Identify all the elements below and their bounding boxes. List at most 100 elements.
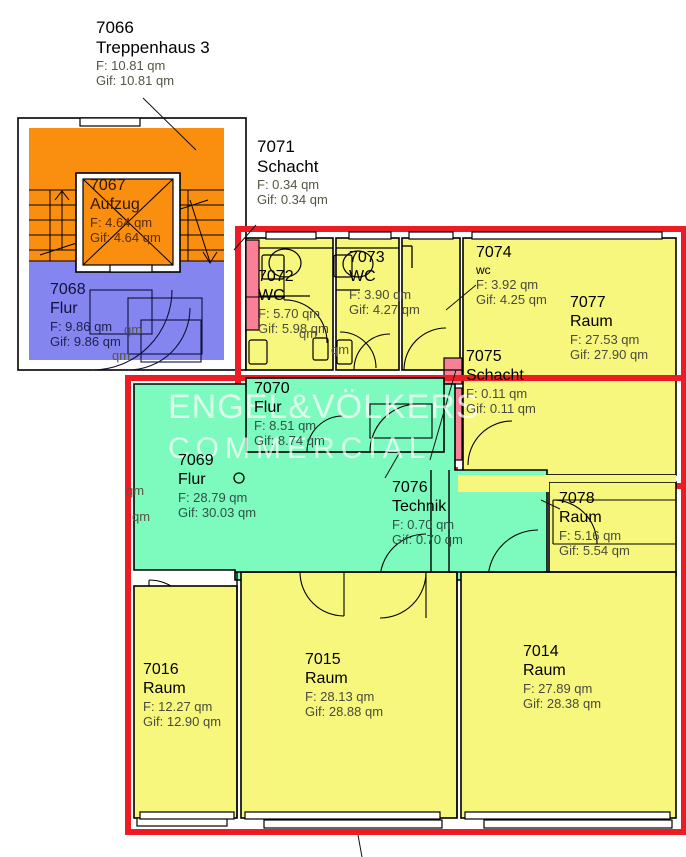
room-name: wc [476,262,491,277]
room-gross-area: Gif: 5.54 qm [559,543,630,559]
room-number: 7016 [143,661,179,678]
elevator-door [109,264,153,273]
room-number: 7078 [559,490,595,507]
edge-text-fragment-value: qm [299,326,318,341]
stairwell-block-7066 [17,117,247,371]
room-number: 7072 [258,268,294,285]
room-gross-area: Gif: 4.25 qm [476,292,547,308]
room-number: 7068 [50,281,86,298]
room-number: 7074 [476,244,512,261]
room-name: Technik [392,497,447,515]
room-number: 7015 [305,651,341,668]
room-number: 7070 [254,380,290,397]
room-fill-7073 [335,237,400,371]
room-fill-7070 [245,377,445,453]
room-name: WC [349,267,376,285]
top-room-strip [245,231,677,476]
edge-text-fragment: qm [112,348,130,363]
room-gross-area: Gif: 5.98 qm [258,321,329,337]
room-area: F: 8.51 qm [254,417,317,433]
room-number: 7073 [349,249,385,266]
room-number: 7066 [96,18,134,37]
room-name: Flur [178,470,206,488]
room-gross-area: Gif: 12.90 qm [143,714,222,730]
room-area: F: 3.92 qm [476,277,539,293]
room-gross-area: Gif: 10.81 qm [96,73,175,89]
room-area: F: 0.70 qm [392,516,455,532]
edge-text-fragment-value: qm [112,348,131,363]
corridor-and-lower-unit [125,375,686,835]
room-gross-area: Gif: 27.90 qm [570,347,649,363]
room-gross-area: Gif: 28.38 qm [523,696,602,712]
room-name: Flur [50,299,78,317]
floor-marker [233,472,245,484]
room-name: Raum [143,679,186,697]
room-name: Raum [570,312,613,330]
wall-opening [265,231,663,240]
door-swing-7078 [552,499,676,545]
room-fill-7074-7077 [462,237,677,476]
room-area: F: 9.86 qm [50,318,113,334]
elevator-shaft-7067 [75,172,181,273]
wc-fixture [248,248,374,365]
room-fill-7072 [245,237,334,371]
room-area: F: 3.90 qm [349,286,412,302]
room-number: 7069 [178,452,214,469]
room-fill-7071 [245,239,260,331]
room-area: F: 28.13 qm [305,688,375,704]
room-area: F: 4.64 qm [90,214,153,230]
room-area: F: 5.16 qm [559,527,622,543]
door-swing-7070 [306,403,433,453]
room-gross-area: Gif: 8.74 qm [254,433,325,449]
room-number: 7077 [570,294,606,311]
door-swing [246,258,513,466]
room-gross-area: Gif: 4.27 qm [349,302,420,318]
room-area: F: 10.81 qm [96,58,166,74]
edge-text-fragment: qm [126,483,144,498]
door-swing-bottom [299,571,427,619]
room-area: F: 0.34 qm [257,177,320,193]
room-name: Aufzug [90,195,140,213]
edge-text-fragment-value: qm [331,342,350,357]
room-name: Flur [254,398,282,416]
edge-text-fragment: qm [331,342,349,357]
edge-text-fragment-value: qm [132,509,151,524]
edge-text-fragment-value: qm [124,322,143,337]
edge-text-fragment: qm [132,509,150,524]
room-fill-7078 [548,481,677,577]
edge-text-fragment: qm [124,322,142,337]
room-name: Schacht [466,366,524,384]
room-number: 7075 [466,348,502,365]
room-fill-7068 [29,261,224,360]
room-name: Raum [523,661,566,679]
room-gross-area: Gif: 0.11 qm [466,401,536,417]
room-name: Raum [559,508,602,526]
room-name: Raum [305,669,348,687]
room-name: Schacht [257,157,319,177]
room-number: 7067 [90,177,126,194]
room-name: WC [258,286,285,304]
room-area: F: 5.70 qm [258,305,321,321]
callout-leader-lines [142,97,561,857]
room-gross-area: Gif: 30.03 qm [178,505,257,521]
room-gross-area: Gif: 0.34 qm [257,192,328,208]
room-gross-area: Gif: 9.86 qm [50,334,121,350]
room-number: 7071 [257,137,295,156]
room-area: F: 28.79 qm [178,489,248,505]
room-name: Treppenhaus 3 [96,38,210,58]
edge-text-fragment: qm [299,326,317,341]
